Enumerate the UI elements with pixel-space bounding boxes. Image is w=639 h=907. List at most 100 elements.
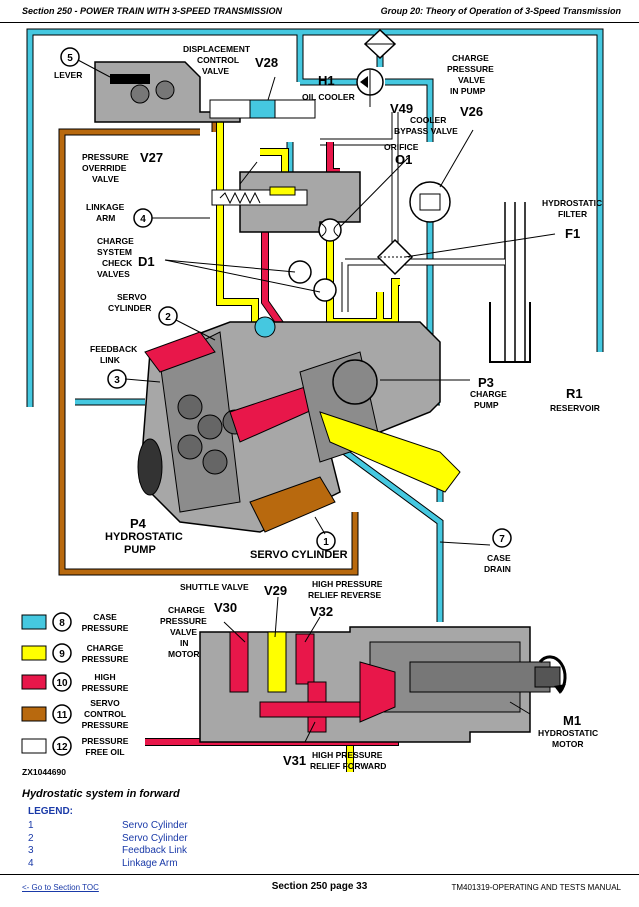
section-toc-link[interactable]: <- Go to Section TOC xyxy=(22,883,99,892)
key-num-servo: 11 xyxy=(57,710,68,721)
key-num-charge: 9 xyxy=(59,649,65,660)
legend-text[interactable]: Feedback Link xyxy=(122,845,188,856)
reservoir xyxy=(489,202,531,363)
label-v31: V31 xyxy=(283,753,306,768)
leader-lines xyxy=(77,59,556,743)
color-key-swatches xyxy=(21,614,47,754)
label-v27: V27 xyxy=(140,150,163,165)
key-case-2: PRESSURE xyxy=(82,623,129,633)
label-case-drain-1: CASE xyxy=(487,553,511,563)
label-pressure-override-1: PRESSURE xyxy=(82,152,129,162)
key-num-high: 10 xyxy=(56,678,68,689)
label-check-4: VALVES xyxy=(97,269,130,279)
label-charge-valve-3: VALVE xyxy=(458,75,485,85)
callout-5: 5 xyxy=(67,53,73,64)
color-key-callouts xyxy=(52,612,72,756)
label-hydrostatic-pump-2: PUMP xyxy=(124,544,156,556)
label-d1: D1 xyxy=(138,254,155,269)
label-filter-2: FILTER xyxy=(558,209,587,219)
key-case-1: CASE xyxy=(93,612,117,622)
label-motor-charge-2: PRESSURE xyxy=(160,616,207,626)
hydrostatic-motor xyxy=(199,626,567,743)
manual-id: TM401319-OPERATING AND TESTS MANUAL xyxy=(451,883,621,892)
legend-num: 3 xyxy=(28,845,34,856)
label-v29: V29 xyxy=(264,583,287,598)
page-number: Section 250 page 33 xyxy=(271,881,368,892)
label-cooler-bypass-1: COOLER xyxy=(410,115,446,125)
callout-7: 7 xyxy=(499,534,505,545)
label-h1: H1 xyxy=(318,73,335,88)
servo-control-lines xyxy=(58,122,359,576)
key-free-1: PRESSURE xyxy=(82,736,129,746)
oil-cooler xyxy=(363,28,397,60)
legend-num: 4 xyxy=(28,857,34,869)
label-linkage-2: ARM xyxy=(96,213,115,223)
key-num-free: 12 xyxy=(56,742,68,753)
header-group: Group 20: Theory of Operation of 3-Speed… xyxy=(380,6,621,16)
label-feedback-1: FEEDBACK xyxy=(90,344,138,354)
label-motor-charge-1: CHARGE xyxy=(168,605,205,615)
label-charge-pump-2: PUMP xyxy=(474,400,499,410)
label-check-2: SYSTEM xyxy=(97,247,132,257)
label-cooler-bypass-2: BYPASS VALVE xyxy=(394,126,458,136)
label-motor-charge-3: VALVE xyxy=(170,627,197,637)
label-hydrostatic-pump-1: HYDROSTATIC xyxy=(105,531,183,543)
label-v30: V30 xyxy=(214,600,237,615)
charge-check-valves xyxy=(288,260,337,302)
legend-num: 1 xyxy=(28,820,34,831)
label-check-3: CHECK xyxy=(102,258,133,268)
page-header: Section 250 - POWER TRAIN WITH 3-SPEED T… xyxy=(0,0,639,23)
label-r1: R1 xyxy=(566,386,583,401)
label-hydrostatic-motor-1: HYDROSTATIC xyxy=(538,728,598,738)
label-hp-forward-1: HIGH PRESSURE xyxy=(312,750,383,760)
label-p3: P3 xyxy=(478,375,494,390)
legend-text[interactable]: Servo Cylinder xyxy=(122,820,188,831)
page-footer: <- Go to Section TOC Section 250 page 33… xyxy=(0,874,639,907)
legend-text[interactable]: Servo Cylinder xyxy=(122,832,188,844)
label-check-1: CHARGE xyxy=(97,236,134,246)
key-charge-2: PRESSURE xyxy=(82,654,129,664)
label-charge-valve-1: CHARGE xyxy=(452,53,489,63)
label-case-drain-2: DRAIN xyxy=(484,564,511,574)
label-f1: F1 xyxy=(565,226,580,241)
label-feedback-2: LINK xyxy=(100,355,121,365)
free-oil-lines xyxy=(320,112,505,312)
callout-3: 3 xyxy=(114,375,120,386)
label-hp-forward-2: RELIEF FORWARD xyxy=(310,761,386,771)
label-hp-reverse-2: RELIEF REVERSE xyxy=(308,590,382,600)
label-linkage-1: LINKAGE xyxy=(86,202,125,212)
label-servo-cyl-2: CYLINDER xyxy=(108,303,151,313)
key-servo-3: PRESSURE xyxy=(82,720,129,730)
label-displacement-2: CONTROL xyxy=(197,55,239,65)
callout-1: 1 xyxy=(323,537,329,548)
label-v49: V49 xyxy=(390,101,413,116)
charge-pressure-valve xyxy=(409,181,451,223)
label-charge-valve-4: IN PUMP xyxy=(450,86,486,96)
label-hydrostatic-motor-2: MOTOR xyxy=(552,739,583,749)
pressure-override-valve xyxy=(211,171,361,233)
label-charge-pump-1: CHARGE xyxy=(470,389,507,399)
label-displacement-1: DISPLACEMENT xyxy=(183,44,251,54)
label-motor-charge-4: IN xyxy=(180,638,189,648)
orifice xyxy=(318,218,342,242)
label-v26: V26 xyxy=(460,104,483,119)
callout-2: 2 xyxy=(165,312,171,323)
label-orifice: ORIFICE xyxy=(384,142,419,152)
header-section: Section 250 - POWER TRAIN WITH 3-SPEED T… xyxy=(22,6,283,16)
label-charge-valve-2: PRESSURE xyxy=(447,64,494,74)
legend-text[interactable]: Linkage Arm xyxy=(122,857,178,869)
label-pressure-override-2: OVERRIDE xyxy=(82,163,127,173)
label-v28: V28 xyxy=(255,55,278,70)
label-hp-reverse-1: HIGH PRESSURE xyxy=(312,579,383,589)
label-filter-1: HYDROSTATIC xyxy=(542,198,602,208)
label-oil-cooler: OIL COOLER xyxy=(302,92,355,102)
hydrostatic-schematic: 8 9 10 11 12 CASE PRESSURE CHARGE PRESSU… xyxy=(21,28,604,777)
label-shuttle-valve: SHUTTLE VALVE xyxy=(180,582,249,592)
key-servo-1: SERVO xyxy=(90,698,120,708)
label-servo-cyl-1: SERVO xyxy=(117,292,147,302)
key-free-2: FREE OIL xyxy=(85,747,124,757)
figure-id: ZX1044690 xyxy=(22,767,66,777)
key-num-case: 8 xyxy=(59,618,65,629)
legend-num: 2 xyxy=(28,832,34,844)
key-servo-2: CONTROL xyxy=(84,709,126,719)
